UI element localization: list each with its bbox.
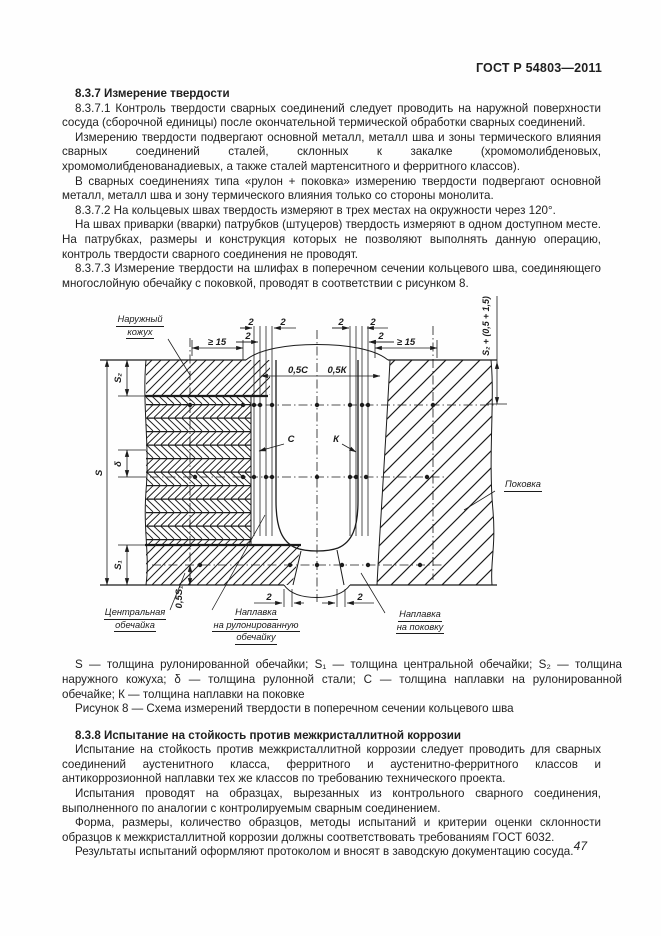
dim-delta: δ (113, 461, 124, 467)
label-forging: Поковка (492, 479, 554, 492)
weld-section-drawing: ≥ 15 ≥ 15 2 2 2 2 2 2 2 2 0,5С 0,5К С К … (94, 296, 507, 614)
dim-s1: S₁ (113, 560, 124, 570)
dimension-texts: ≥ 15 ≥ 15 2 2 2 2 2 2 2 2 0,5С 0,5К С К … (94, 296, 491, 608)
dim-ge15-right: ≥ 15 (397, 337, 416, 348)
forging-fusion-line (376, 360, 391, 586)
dim-half-s1: 0,5S₁ (174, 586, 185, 609)
dim-s: S (94, 469, 105, 476)
hardness-measurement-points (187, 403, 436, 568)
dim-2-root: 2 (265, 592, 272, 603)
weld-groove (275, 360, 359, 552)
paragraph: На швах приварки (вварки) патрубков (шту… (62, 218, 601, 261)
dim-ge15-left: ≥ 15 (208, 337, 227, 348)
label-outer-casing: Наружный кожух (96, 314, 184, 340)
paragraph: Форма, размеры, количество образцов, мет… (62, 816, 601, 844)
page-content: 8.3.7 Измерение твердости 8.3.7.1 Контро… (62, 87, 622, 860)
dim-half-k: 0,5К (327, 365, 347, 376)
outlines (100, 344, 497, 599)
dim-half-c: 0,5С (288, 365, 308, 376)
dim-s2-formula: S₂ + (0,5 + 1,5) (481, 296, 491, 356)
leader-lines (167, 339, 496, 614)
measurement-columns (189, 326, 434, 581)
dim-2: 2 (279, 317, 286, 328)
hatched-regions (146, 360, 494, 586)
weld-cap (245, 344, 389, 361)
doc-number: ГОСТ Р 54803—2011 (475, 61, 602, 75)
dimension-lines (104, 296, 507, 606)
dim-2: 2 (247, 317, 254, 328)
dim-c: С (288, 434, 295, 445)
dim-2: 2 (337, 317, 344, 328)
dim-2: 2 (369, 317, 376, 328)
section-heading-8-3-8: 8.3.8 Испытание на стойкость против межк… (75, 728, 462, 742)
right-break-edge (490, 360, 495, 586)
paragraph: 8.3.7.1 Контроль твердости сварных соеди… (62, 101, 601, 130)
label-cladding-forging: Наплавка на поковку (374, 609, 466, 635)
root-neck-lines (292, 550, 345, 586)
measurement-rows (150, 404, 497, 566)
paragraph: Испытание на стойкость против межкристал… (62, 743, 601, 786)
paragraph: 8.3.7.3 Измерение твердости на шлифах в … (62, 262, 601, 290)
outer-casing-region (146, 360, 270, 396)
dim-2-root: 2 (356, 592, 363, 603)
layered-shell-region (146, 396, 251, 545)
paragraph: Измерению твердости подвергают основной … (62, 130, 601, 173)
dim-k: К (333, 434, 340, 445)
label-cladding-shell: Наплавка на рулонированную обечайку (190, 607, 322, 645)
figure-footnote: S — толщина рулонированной обечайки; S₁ … (62, 658, 622, 701)
dim-s2: S₂ (113, 373, 124, 383)
figure-caption: Рисунок 8 — Схема измерений твердости в … (75, 702, 514, 716)
dim-2: 2 (244, 331, 251, 342)
label-central-shell: Центральная обечайка (91, 607, 179, 633)
paragraph: 8.3.7.2 На кольцевых швах твердость изме… (75, 203, 556, 217)
page-number: 47 (573, 839, 587, 853)
central-shell-region (146, 546, 301, 586)
figure-8-diagram: ≥ 15 ≥ 15 2 2 2 2 2 2 2 2 0,5С 0,5К С К … (0, 296, 661, 658)
hardness-traverse-lines (253, 326, 369, 608)
section-heading-8-3-7: 8.3.7 Измерение твердости (75, 87, 230, 100)
paragraph: В сварных соединениях типа «рулон + поко… (62, 174, 601, 203)
paragraph: Испытания проводят на образцах, вырезанн… (62, 787, 601, 815)
forging-region (377, 360, 494, 586)
paragraph: Результаты испытаний оформляют протоколо… (75, 845, 574, 859)
dim-2: 2 (377, 331, 384, 342)
